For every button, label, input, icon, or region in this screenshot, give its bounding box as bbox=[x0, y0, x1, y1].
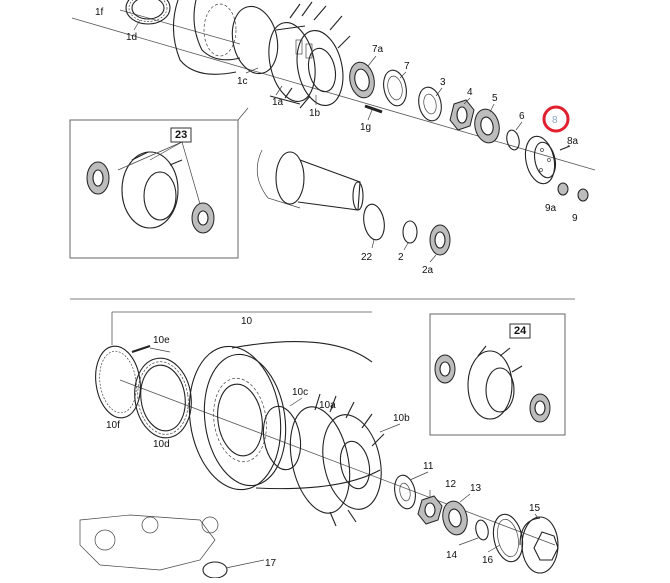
label-17: 17 bbox=[265, 558, 277, 569]
part-10-brake-disc[interactable] bbox=[180, 340, 381, 495]
label-10a: 10a bbox=[319, 400, 336, 411]
part-17-knuckle-bracket[interactable] bbox=[79, 514, 228, 579]
part-10a-wheel-hub[interactable] bbox=[281, 393, 389, 527]
label-1b: 1b bbox=[309, 108, 321, 119]
label-5: 5 bbox=[492, 93, 498, 104]
part-7-ring[interactable] bbox=[380, 68, 409, 108]
highlight-ring-8 bbox=[542, 105, 570, 133]
label-12: 12 bbox=[445, 479, 457, 490]
label-11: 11 bbox=[423, 461, 434, 472]
label-10: 10 bbox=[241, 316, 253, 327]
upper-assembly bbox=[69, 0, 596, 259]
o-ring-upper[interactable] bbox=[226, 2, 283, 78]
part-8a-screw[interactable] bbox=[559, 145, 571, 151]
part-10e-bolt[interactable] bbox=[131, 345, 151, 353]
part-12-hex-nut[interactable] bbox=[417, 495, 443, 525]
label-2a: 2a bbox=[422, 265, 434, 276]
label-7a: 7a bbox=[372, 44, 384, 55]
label-1d: 1d bbox=[126, 32, 137, 43]
label-10b: 10b bbox=[393, 413, 410, 424]
label-13: 13 bbox=[470, 483, 482, 494]
label-6: 6 bbox=[519, 111, 525, 122]
label-3: 3 bbox=[440, 77, 446, 88]
part-10c-o-ring[interactable] bbox=[259, 403, 306, 472]
label-10f: 10f bbox=[106, 420, 120, 431]
label-10d: 10d bbox=[153, 439, 170, 450]
spindle-axle bbox=[256, 149, 364, 211]
callout-box-24 bbox=[429, 313, 566, 436]
part-2a-seal[interactable] bbox=[429, 224, 451, 256]
part-5-bearing[interactable] bbox=[472, 107, 503, 145]
label-9: 9 bbox=[572, 213, 578, 224]
label-24: 24 bbox=[514, 325, 527, 337]
label-23: 23 bbox=[175, 129, 187, 141]
leader-lines bbox=[117, 19, 570, 569]
label-1a: 1a bbox=[272, 97, 284, 108]
label-8a: 8a bbox=[567, 136, 579, 147]
label-15: 15 bbox=[529, 503, 541, 514]
part-9-plug[interactable] bbox=[577, 188, 589, 202]
label-24-box bbox=[509, 323, 531, 339]
part-labels: 1f 1d 1c 1a 1b 7a 7 3 4 5 6 8 8a 9a 9 1g… bbox=[95, 7, 579, 569]
part-22-thrust-washer[interactable] bbox=[361, 203, 387, 242]
part-13-bearing[interactable] bbox=[440, 499, 471, 537]
part-8-hub-cap[interactable] bbox=[521, 134, 558, 187]
part-10d-tone-ring[interactable] bbox=[130, 354, 197, 441]
part-2-ring[interactable] bbox=[402, 220, 418, 244]
label-1g: 1g bbox=[360, 122, 371, 133]
part-23-hub-set[interactable] bbox=[86, 151, 215, 234]
part-15-hub-cap[interactable] bbox=[519, 516, 559, 574]
label-4: 4 bbox=[467, 87, 473, 98]
label-2: 2 bbox=[398, 252, 404, 263]
part-11-lock-washer[interactable] bbox=[392, 473, 419, 510]
part-1a-wheel-hub[interactable] bbox=[262, 1, 351, 110]
lower-assembly bbox=[79, 311, 566, 579]
label-23-box bbox=[170, 127, 192, 143]
callout-box-23 bbox=[69, 107, 249, 259]
part-6-retaining-ring[interactable] bbox=[505, 129, 521, 151]
part-10f-o-ring[interactable] bbox=[91, 343, 145, 420]
part-3-lock-washer[interactable] bbox=[416, 85, 445, 123]
label-8[interactable]: 8 bbox=[552, 115, 558, 126]
part-4-hex-nut[interactable] bbox=[449, 99, 475, 131]
label-10c: 10c bbox=[292, 387, 308, 398]
part-1d-tone-ring[interactable] bbox=[125, 0, 171, 25]
part-7a-seal[interactable] bbox=[347, 60, 378, 100]
label-9a: 9a bbox=[545, 203, 557, 214]
label-14: 14 bbox=[446, 550, 458, 561]
label-16: 16 bbox=[482, 555, 494, 566]
part-16-gasket-ring[interactable] bbox=[489, 512, 526, 565]
part-1c-brake-disc[interactable] bbox=[172, 0, 241, 75]
label-10e: 10e bbox=[153, 335, 170, 346]
label-22: 22 bbox=[361, 252, 373, 263]
label-1f: 1f bbox=[95, 7, 104, 18]
part-1g-pin[interactable] bbox=[364, 104, 383, 114]
part-14-retaining-ring[interactable] bbox=[474, 519, 490, 541]
label-7: 7 bbox=[404, 61, 410, 72]
part-24-hub-set[interactable] bbox=[434, 345, 551, 423]
label-1c: 1c bbox=[237, 76, 248, 87]
part-9a-plug[interactable] bbox=[557, 182, 569, 196]
